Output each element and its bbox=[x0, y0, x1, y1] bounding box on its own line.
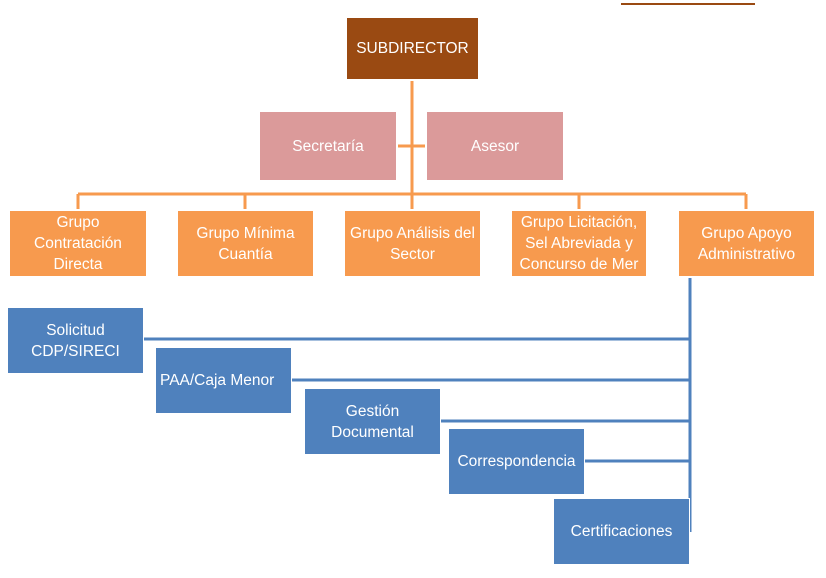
node-grupo-analisis-sector[interactable]: Grupo Análisis del Sector bbox=[343, 209, 482, 278]
node-subdirector[interactable]: SUBDIRECTOR bbox=[345, 16, 480, 81]
node-solicitud-cdp-sireci[interactable]: Solicitud CDP/SIRECI bbox=[7, 307, 144, 374]
node-secretaria[interactable]: Secretaría bbox=[258, 110, 398, 182]
node-certificaciones[interactable]: Certificaciones bbox=[553, 498, 690, 565]
node-grupo-contratacion-directa[interactable]: Grupo Contratación Directa bbox=[8, 209, 148, 278]
node-paa-caja-menor[interactable]: PAA/Caja Menor bbox=[155, 347, 292, 414]
node-correspondencia[interactable]: Correspondencia bbox=[448, 428, 585, 495]
node-grupo-licitacion[interactable]: Grupo Licitación, Sel Abreviada y Concur… bbox=[510, 209, 648, 278]
node-grupo-minima-cuantia[interactable]: Grupo Mínima Cuantía bbox=[176, 209, 315, 278]
node-grupo-apoyo-administrativo[interactable]: Grupo Apoyo Administrativo bbox=[677, 209, 816, 278]
node-gestion-documental[interactable]: Gestión Documental bbox=[304, 388, 441, 455]
header-accent-line bbox=[621, 3, 755, 5]
node-asesor[interactable]: Asesor bbox=[425, 110, 565, 182]
